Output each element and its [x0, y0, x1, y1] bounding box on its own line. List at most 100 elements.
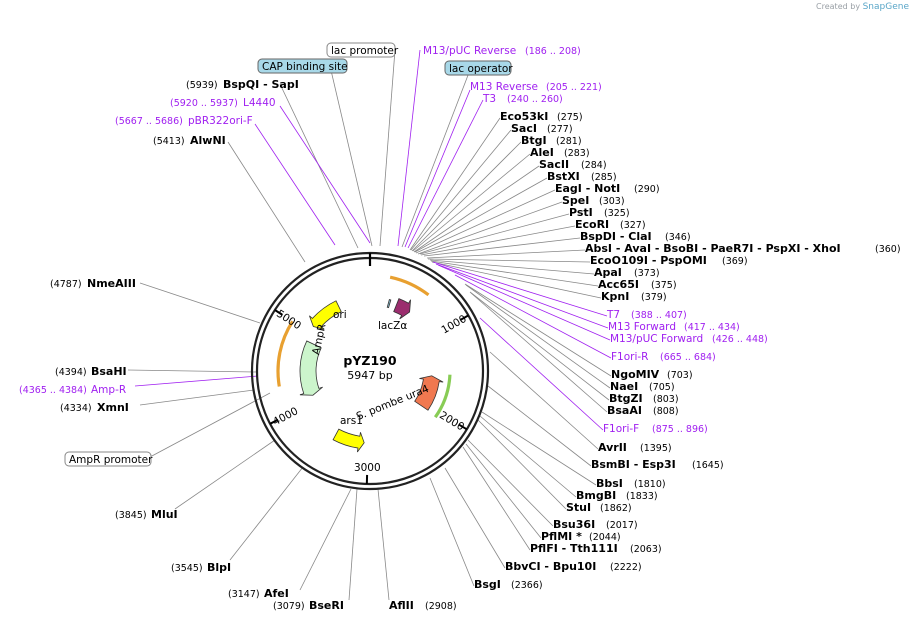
primer-m13-forward: M13 Forward (417 .. 434): [608, 321, 740, 333]
svg-text:F1ori-F: F1ori-F: [603, 423, 639, 435]
svg-text:BsgI: BsgI: [474, 578, 501, 591]
leader-line: [479, 415, 577, 498]
leader-line: [464, 283, 612, 377]
feature-label-lacz: lacZα: [378, 320, 407, 332]
leader-line: [409, 117, 501, 251]
enzyme-blpi: (3545) BlpI: [171, 561, 231, 574]
primer-l4440: (5920 .. 5937) L4440: [170, 97, 276, 109]
snapgene-logo-text: SnapGene: [862, 2, 909, 12]
svg-text:(346): (346): [665, 232, 691, 243]
svg-text:AbsI - AvaI - BsoBI - Pa: AbsI - AvaI - BsoBI - PaeR7I - PspXI - X…: [585, 242, 841, 255]
svg-text:AlwNI: AlwNI: [190, 134, 226, 147]
leader-line: [413, 165, 540, 253]
primer-f1ori-f: F1ori-F (875 .. 896): [603, 423, 708, 435]
leader-line: [404, 89, 471, 248]
enzyme-btgzi: BtgZI(803): [609, 392, 679, 405]
svg-text:BspDI - ClaI: BspDI - ClaI: [580, 230, 652, 243]
enzyme-ecoo109i-pspomi: EcoO109I - PspOMI(369): [590, 254, 748, 267]
enzyme-pflmi: PflMI *(2044): [541, 530, 621, 543]
enzyme-bsmbi-esp3i: BsmBI - Esp3I(1645): [591, 458, 724, 471]
primer-t3: T3 (240 .. 260): [482, 93, 563, 105]
enzyme-eco53ki: Eco53kI(275): [500, 110, 583, 123]
svg-text:NmeAIII: NmeAIII: [87, 277, 136, 290]
svg-text:AleI: AleI: [530, 146, 554, 159]
snapgene-credit: Created by SnapGene: [816, 2, 909, 12]
primer-pbr322ori-f: (5667 .. 5686) pBR322ori-F: [115, 115, 253, 127]
svg-text:(284): (284): [581, 160, 607, 171]
leader-line: [465, 284, 611, 389]
enzyme-pflfi-tth111i: PflFI - Tth111I(2063): [530, 542, 662, 555]
svg-text:NgoMIV: NgoMIV: [611, 368, 660, 381]
feature-arrow-ori: [309, 300, 342, 330]
enzyme-avrii: AvrII(1395): [598, 441, 672, 454]
enzyme-bbvci-bpu10i: BbvCI - Bpu10I(2222): [505, 560, 642, 573]
leader-line: [470, 292, 608, 413]
feature-arrow-ampr: [299, 340, 323, 396]
svg-text:(4787): (4787): [50, 279, 82, 290]
enzyme-bsaai: BsaAI(808): [607, 404, 679, 417]
leader-lines: [127, 49, 612, 601]
enzyme-ngomiv: NgoMIV(703): [611, 368, 693, 381]
svg-text:T3: T3: [482, 93, 496, 105]
svg-text:BlpI: BlpI: [207, 561, 231, 574]
leader-line: [420, 225, 576, 256]
svg-text:(665 .. 684): (665 .. 684): [660, 352, 716, 363]
leader-line: [423, 237, 581, 257]
leader-line: [415, 189, 556, 254]
svg-text:(3079): (3079): [273, 601, 305, 612]
svg-text:(2908): (2908): [425, 601, 457, 612]
svg-text:EagI - NotI: EagI - NotI: [555, 182, 620, 195]
svg-text:(808): (808): [653, 406, 679, 417]
leader-line: [489, 351, 599, 450]
svg-text:(875 .. 896): (875 .. 896): [652, 424, 708, 435]
svg-text:(283): (283): [564, 148, 590, 159]
svg-text:(2366): (2366): [511, 580, 543, 591]
svg-text:BsaHI: BsaHI: [91, 365, 127, 378]
enzyme-kpni: KpnI(379): [601, 290, 667, 303]
boxed-label-lac-promoter: lac promoter: [326, 42, 399, 58]
enzyme-bbsi: BbsI(1810): [596, 477, 666, 490]
svg-text:(240 .. 260): (240 .. 260): [507, 94, 563, 105]
leader-line: [426, 249, 586, 259]
tick-label-4000: 4000: [271, 405, 300, 428]
svg-text:Acc65I: Acc65I: [598, 278, 639, 291]
svg-text:(4334): (4334): [60, 403, 92, 414]
leader-line: [481, 411, 597, 486]
enzyme-spei: SpeI(303): [562, 194, 625, 207]
svg-text:Amp-R: Amp-R: [91, 384, 126, 396]
svg-text:(3545): (3545): [171, 563, 203, 574]
leader-line: [419, 213, 570, 255]
leader-line: [410, 129, 512, 251]
svg-text:AvrII: AvrII: [598, 441, 627, 454]
svg-text:M13 Reverse: M13 Reverse: [470, 81, 538, 93]
svg-text:(285): (285): [591, 172, 617, 183]
svg-text:ApaI: ApaI: [594, 266, 622, 279]
enzyme-afei: (3147)AfeI: [228, 587, 289, 600]
svg-text:(2222): (2222): [610, 562, 642, 573]
leader-line: [477, 419, 567, 510]
svg-text:pBR322ori-F: pBR322ori-F: [188, 115, 253, 127]
tick-4000: [269, 418, 279, 425]
svg-text:(186 .. 208): (186 .. 208): [525, 46, 581, 57]
svg-text:(1645): (1645): [692, 460, 724, 471]
svg-text:(388 .. 407): (388 .. 407): [631, 310, 687, 321]
svg-text:SacII: SacII: [539, 158, 569, 171]
svg-text:AfeI: AfeI: [264, 587, 289, 600]
svg-text:BspQI - SapI: BspQI - SapI: [223, 78, 299, 91]
feature-arrow-lacz-: [393, 298, 411, 320]
svg-text:EcoO109I - PspOMI: EcoO109I - PspOMI: [590, 254, 707, 267]
leader-line: [401, 69, 471, 248]
leader-line: [174, 439, 276, 510]
enzyme-apai: ApaI(373): [594, 266, 660, 279]
svg-text:(4365 .. 4384): (4365 .. 4384): [19, 385, 87, 396]
boxed-label-lac-operator: lac operator: [444, 60, 513, 76]
leader-line: [467, 439, 554, 527]
enzyme-bstxi: BstXI(285): [547, 170, 617, 183]
tick-label-1000: 1000: [439, 313, 468, 337]
svg-text:(803): (803): [653, 394, 679, 405]
enzyme-bsahi: (4394)BsaHI: [55, 365, 127, 378]
svg-text:(5920 .. 5937): (5920 .. 5937): [170, 98, 238, 109]
svg-text:(205 .. 221): (205 .. 221): [546, 82, 602, 93]
